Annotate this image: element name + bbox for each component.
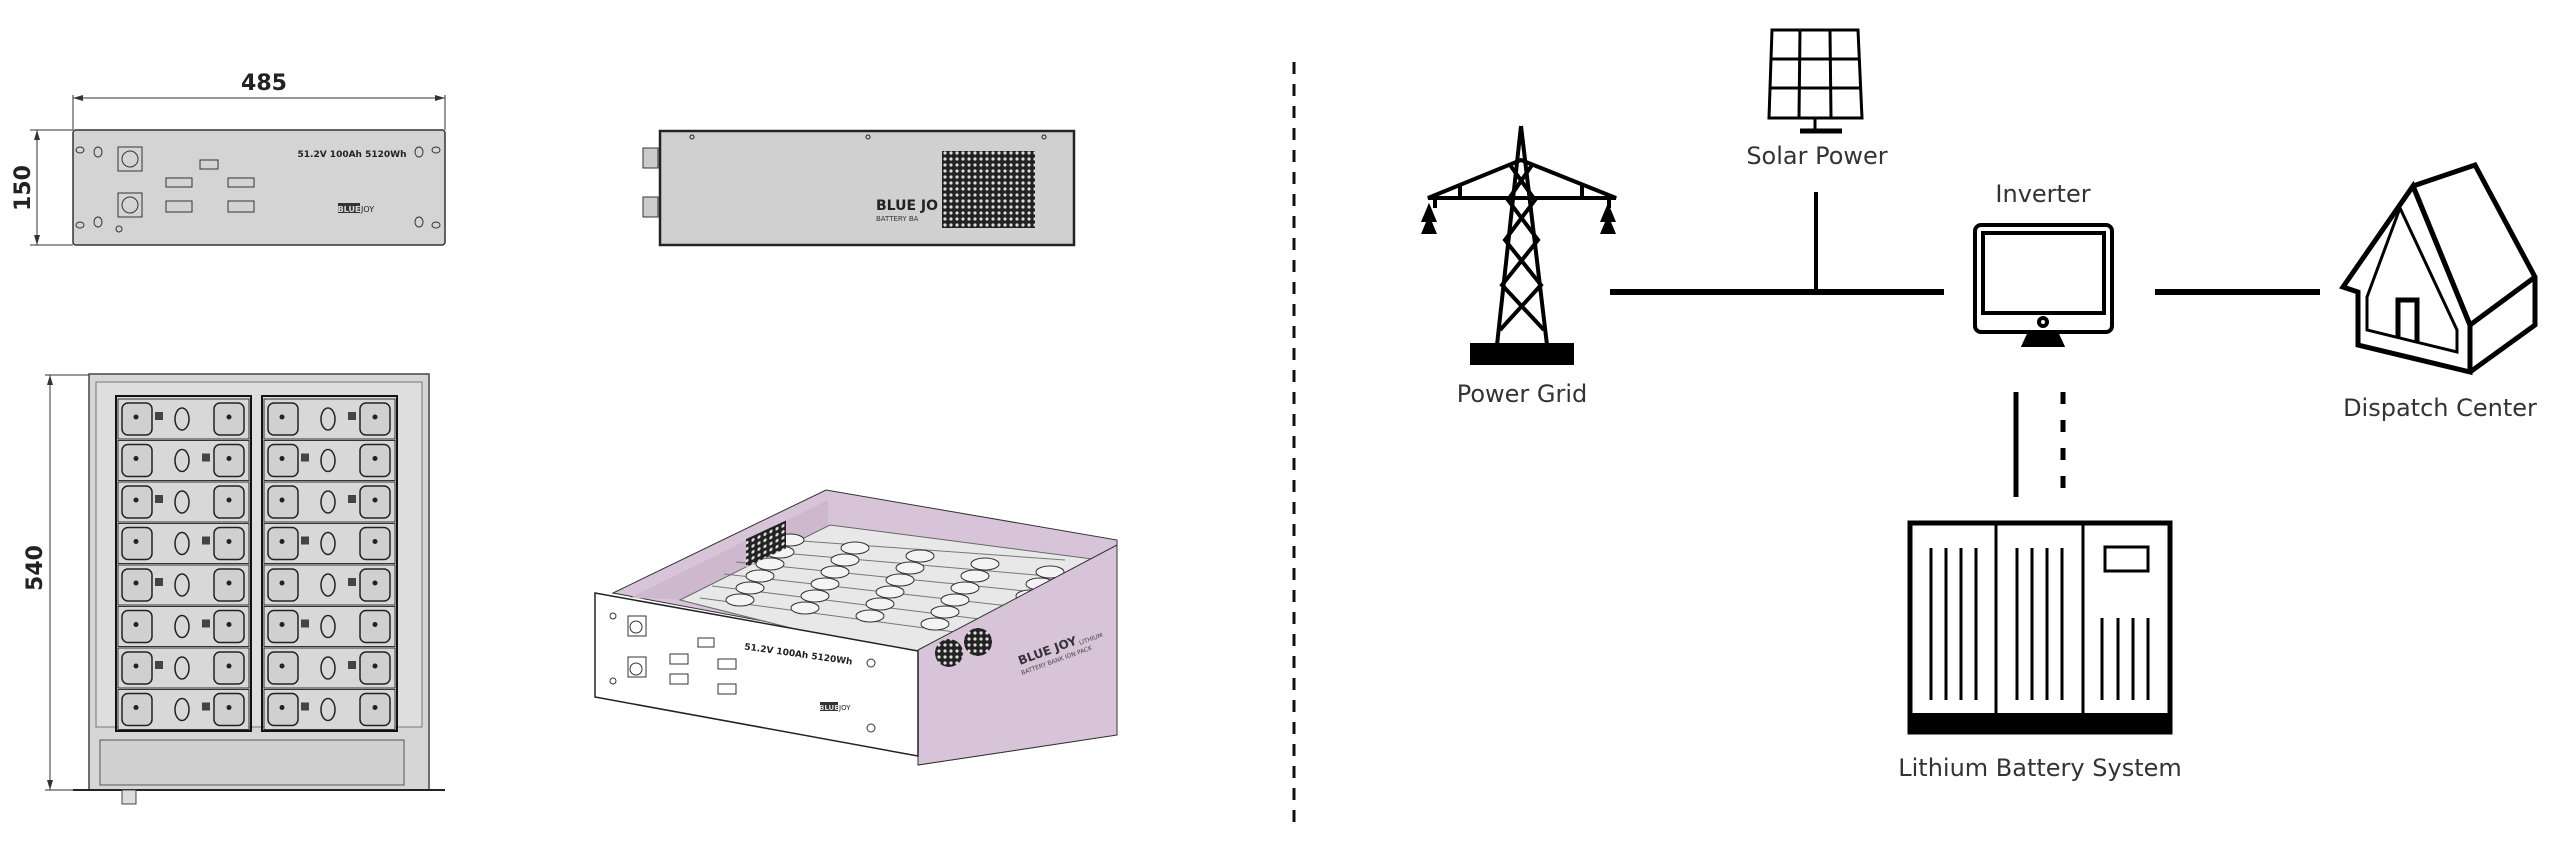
height-dimension-label: 150 xyxy=(11,165,36,211)
battery-cell xyxy=(117,398,250,440)
battery-cell xyxy=(263,523,396,564)
vent-grille xyxy=(942,151,1035,228)
depth-dimension-label: 540 xyxy=(23,545,48,591)
front-brand-rest: JOY xyxy=(360,205,374,214)
battery-cell xyxy=(117,564,250,606)
battery-cells xyxy=(115,395,398,732)
iso-front-panel xyxy=(594,592,919,757)
front-panel xyxy=(72,129,446,246)
inverter-monitor-icon xyxy=(1973,223,2114,347)
side-subtitle-label: BATTERY BA xyxy=(876,215,919,223)
battery-cell xyxy=(117,481,250,523)
battery-cell xyxy=(117,689,250,730)
battery-cell xyxy=(117,647,250,689)
system-diagram: Solar Power Power Grid Inverter Disp xyxy=(1421,28,2538,782)
power-tower-icon xyxy=(1421,125,1617,365)
solar-panel-icon xyxy=(1767,28,1864,134)
battery-cell xyxy=(263,398,396,440)
battery-cell xyxy=(117,523,250,564)
width-dimension-label: 485 xyxy=(241,71,287,96)
front-spec-label: 51.2V 100Ah 5120Wh xyxy=(298,150,407,160)
iso-brand-rest: JOY xyxy=(838,704,851,712)
solar-power-label: Solar Power xyxy=(1746,142,1887,170)
dispatch-center-label: Dispatch Center xyxy=(2343,394,2537,422)
terminal xyxy=(121,789,137,805)
battery-cell xyxy=(263,647,396,689)
inverter-label: Inverter xyxy=(1995,180,2090,208)
battery-cell xyxy=(263,564,396,606)
isometric-view-drawing: BLUE JOY LITHIUM BATTERY BANK ION PACK 5… xyxy=(594,489,1118,766)
top-view-drawing: 540 xyxy=(23,373,445,805)
power-grid-label: Power Grid xyxy=(1457,380,1588,408)
side-brand-label: BLUE JO xyxy=(876,198,938,214)
battery-cell xyxy=(263,606,396,647)
lithium-battery-system-label: Lithium Battery System xyxy=(1898,754,2182,782)
battery-cell xyxy=(117,606,250,647)
side-view-drawing: BLUE JO BATTERY BA xyxy=(642,129,1076,247)
battery-cell xyxy=(263,440,396,481)
lithium-battery-cabinet-icon xyxy=(1907,520,2173,735)
iso-brand-box: BLUE xyxy=(819,704,839,712)
front-brand-box: BLUE xyxy=(338,205,361,214)
battery-cell xyxy=(263,481,396,523)
front-view-drawing: 485 150 51.2V 100Ah 5120Wh BLUE JOY xyxy=(11,71,446,246)
dispatch-center-house-icon xyxy=(2339,161,2538,376)
battery-cell xyxy=(263,689,396,730)
battery-cell xyxy=(117,440,250,481)
